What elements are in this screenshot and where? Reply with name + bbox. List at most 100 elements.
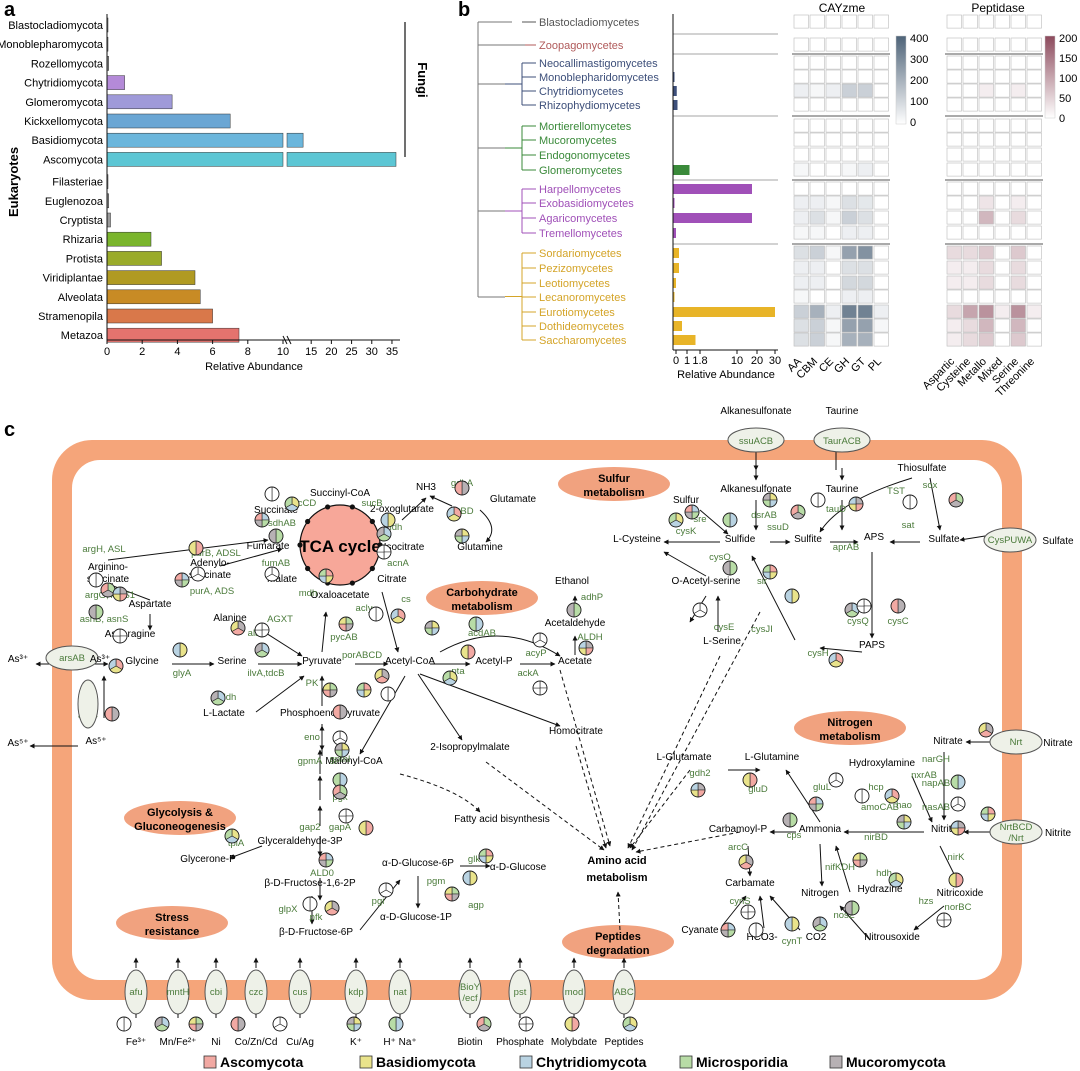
heatmap-cell xyxy=(962,37,978,52)
heatmap-cell xyxy=(841,147,857,162)
tca-node xyxy=(349,580,355,586)
colorbar-tick-label: 0 xyxy=(1059,113,1065,125)
heatmap-cell xyxy=(946,332,962,347)
gene-pie xyxy=(358,820,374,836)
heatmap-cell xyxy=(809,118,825,133)
pie-outline xyxy=(578,640,594,656)
heatmap-cell xyxy=(978,83,994,98)
gene-pie xyxy=(978,722,994,738)
pie-outline xyxy=(338,616,354,632)
panel-a-category-label: Glomeromycota xyxy=(25,97,104,109)
heatmap-cell xyxy=(994,118,1010,133)
heatmap-cell xyxy=(857,83,873,98)
gene-label: acyP xyxy=(525,648,546,659)
heatmap-cell xyxy=(841,245,857,260)
heatmap-cell xyxy=(994,210,1010,225)
gene-pie xyxy=(722,512,738,528)
metabolite-label: APS xyxy=(864,532,884,543)
heatmap-cell xyxy=(1026,318,1042,333)
panel-a-bar xyxy=(106,251,162,266)
membrane-transporter-name: cbi xyxy=(210,987,222,998)
heatmap-cell xyxy=(994,332,1010,347)
transporter-name: /Nrt xyxy=(1008,833,1024,844)
metabolite-label: Oxaloacetate xyxy=(311,590,370,601)
metabolite-label: L-Serine xyxy=(703,636,741,647)
gene-pie xyxy=(740,904,756,920)
gene-pie xyxy=(88,572,104,588)
heatmap-cell xyxy=(793,14,809,29)
cayzme-colorbar xyxy=(895,35,907,125)
gene-pie xyxy=(890,598,906,614)
gene-pie xyxy=(264,486,280,502)
membrane-substrate: Phosphate xyxy=(496,1037,544,1048)
heatmap-cell xyxy=(994,37,1010,52)
axis-break xyxy=(282,335,292,345)
gene-pie xyxy=(856,598,872,614)
gene-pie xyxy=(564,1016,580,1032)
gene-label: gluD xyxy=(748,784,768,795)
heatmap-cell xyxy=(978,97,994,112)
gene-label: tauD xyxy=(826,504,846,515)
gene-label: nifKDH xyxy=(825,862,855,873)
gene-pie xyxy=(378,882,394,898)
heatmap-cell xyxy=(793,37,809,52)
heatmap-cell xyxy=(962,55,978,70)
heatmap-cell xyxy=(873,304,889,319)
gene-label: TST xyxy=(887,486,905,497)
class-label: Tremellomycetes xyxy=(539,228,623,240)
heatmap-cell xyxy=(994,55,1010,70)
colorbar-tick-label: 150 xyxy=(1059,53,1077,65)
panel-label-b: b xyxy=(458,0,470,21)
pie-outline xyxy=(446,506,462,522)
heatmap-cell xyxy=(841,69,857,84)
pie-slice xyxy=(571,1016,580,1032)
pie-outline xyxy=(230,1016,246,1032)
membrane-substrate: Biotin xyxy=(457,1037,482,1048)
gene-pie xyxy=(808,796,824,812)
heatmap-cell xyxy=(873,195,889,210)
heatmap-cell xyxy=(1010,304,1026,319)
panel-b-bar xyxy=(730,307,775,317)
gene-pie xyxy=(980,806,996,822)
heatmap-cell xyxy=(946,181,962,196)
panel-b-bar xyxy=(673,86,677,96)
gene-label: porABCD xyxy=(342,650,382,661)
heatmap-cell xyxy=(793,55,809,70)
heatmap-cell xyxy=(994,162,1010,177)
heatmap-cell xyxy=(962,225,978,240)
heatmap-cell xyxy=(857,37,873,52)
pathway-arrow xyxy=(219,547,283,567)
heatmap-cell xyxy=(825,14,841,29)
colorbar-tick-label: 200 xyxy=(1059,33,1077,45)
gene-label: ala xyxy=(248,628,261,639)
heatmap-cell xyxy=(825,83,841,98)
heatmap-cell xyxy=(1026,55,1042,70)
pie-outline xyxy=(388,1016,404,1032)
pie-outline xyxy=(380,512,396,528)
gene-label: purB, ADSL xyxy=(191,548,241,559)
gene-pie xyxy=(284,496,300,512)
heatmap-cell xyxy=(1010,55,1026,70)
metabolite-label: Pyruvate xyxy=(302,656,342,667)
gene-label: gapA xyxy=(329,822,352,833)
tca-node xyxy=(369,518,375,525)
heatmap-cell xyxy=(1010,225,1026,240)
pie-outline xyxy=(622,1016,638,1032)
heatmap-cell xyxy=(857,210,873,225)
membrane-transporters: afuFe³⁺mntHMn/Fe²⁺cbiNiczcCo/Zn/CdcusCu/… xyxy=(124,957,643,1048)
gene-label: pfk xyxy=(310,912,323,923)
metabolite-label: L-Lactate xyxy=(203,708,245,719)
pie-outline xyxy=(322,682,338,698)
pie-outline xyxy=(762,492,778,508)
class-label: Neocallimastigomycetes xyxy=(539,58,658,70)
heatmap-cell xyxy=(873,55,889,70)
pie-outline xyxy=(936,912,952,928)
pie-outline xyxy=(442,670,458,686)
pathway-arrow xyxy=(819,843,825,887)
heatmap-cell xyxy=(978,132,994,147)
pie-slice xyxy=(564,1016,573,1032)
membrane-transporter-name: mntH xyxy=(167,987,190,998)
heatmap-cell xyxy=(978,181,994,196)
metabolite-label: Malonyl-CoA xyxy=(325,756,383,767)
